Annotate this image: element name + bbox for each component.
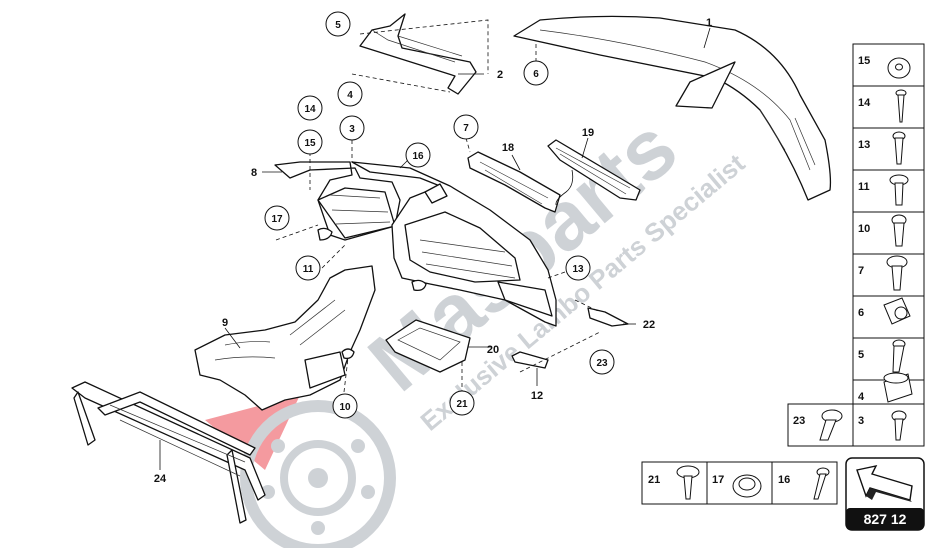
label-24: 24	[154, 473, 167, 485]
bottom-legend: 21 17 16	[641, 461, 838, 505]
svg-text:23: 23	[596, 358, 608, 369]
legend-cell-11: 11	[852, 169, 925, 213]
callout-16: 16	[405, 142, 431, 168]
part-diffuser-left	[274, 161, 401, 241]
diagram-id: 827 12	[864, 511, 907, 527]
svg-text:16: 16	[778, 474, 790, 486]
svg-text:10: 10	[339, 402, 351, 413]
label-12: 12	[531, 390, 543, 402]
legend-cell-17: 17	[706, 461, 773, 505]
legend-cell-10: 10	[852, 211, 925, 255]
part-diffuser-main	[351, 161, 557, 327]
svg-text:21: 21	[648, 474, 660, 486]
callout-3: 3	[339, 115, 365, 141]
circled-callouts: 5 6 4 14 3 15 7 16 17 11 13 23 10 21	[264, 11, 615, 419]
svg-text:7: 7	[858, 265, 864, 277]
svg-text:23: 23	[793, 415, 805, 427]
svg-text:3: 3	[858, 415, 864, 427]
callout-13: 13	[565, 255, 591, 281]
legend-cell-7: 7	[852, 253, 925, 297]
callout-15: 15	[297, 129, 323, 155]
part-rear-wing	[513, 15, 832, 201]
svg-text:11: 11	[858, 181, 870, 193]
svg-text:6: 6	[533, 69, 539, 80]
svg-text:3: 3	[349, 124, 355, 135]
part-air-duct	[194, 265, 376, 411]
callout-4: 4	[337, 81, 363, 107]
part-bracket-22	[587, 307, 629, 327]
svg-text:10: 10	[858, 223, 870, 235]
legend-cell-3: 3	[852, 403, 925, 447]
legend-cell-16: 16	[771, 461, 838, 505]
part-bracket-18	[467, 151, 561, 213]
svg-text:4: 4	[347, 90, 353, 101]
svg-text:17: 17	[712, 474, 724, 486]
legend-cell-5: 5	[852, 337, 925, 381]
svg-text:11: 11	[303, 264, 314, 275]
svg-text:14: 14	[304, 104, 316, 115]
callout-5: 5	[325, 11, 351, 37]
legend-cell-15: 15	[852, 43, 925, 87]
svg-text:21: 21	[456, 399, 468, 410]
label-22: 22	[643, 319, 655, 331]
legend-cell-23: 23	[787, 403, 854, 447]
svg-text:5: 5	[858, 349, 864, 361]
callout-21: 21	[449, 390, 475, 416]
legend-cell-14: 14	[852, 85, 925, 129]
svg-text:15: 15	[858, 55, 870, 67]
callout-6: 6	[523, 60, 549, 86]
plain-labels: 1 2 8 9 12 18 19 20 22 24	[154, 17, 712, 485]
label-8: 8	[251, 167, 257, 179]
dashed-guides	[275, 19, 601, 394]
leader-lines	[159, 27, 711, 470]
svg-text:5: 5	[335, 20, 341, 31]
callout-11: 11	[295, 255, 321, 281]
part-bracket-12	[511, 351, 549, 369]
diagram-id-badge: 827 12	[845, 457, 925, 531]
label-9: 9	[222, 317, 228, 329]
legend-cell-6: 6	[852, 295, 925, 339]
svg-text:13: 13	[572, 264, 584, 275]
svg-text:6: 6	[858, 307, 864, 319]
svg-text:4: 4	[858, 391, 865, 403]
part-small-wing	[359, 13, 477, 95]
part-tray	[385, 319, 471, 373]
callout-23: 23	[589, 349, 615, 375]
svg-text:14: 14	[858, 97, 871, 109]
label-20: 20	[487, 344, 499, 356]
label-1: 1	[706, 17, 712, 29]
callout-17: 17	[264, 205, 290, 231]
legend-cell-13: 13	[852, 127, 925, 171]
label-18: 18	[502, 142, 514, 154]
part-frame	[71, 381, 266, 524]
label-2: 2	[497, 69, 503, 81]
svg-text:13: 13	[858, 139, 870, 151]
legend-cell-21: 21	[641, 461, 708, 505]
callout-10: 10	[332, 393, 358, 419]
svg-text:15: 15	[304, 138, 316, 149]
part-light-19	[547, 139, 641, 206]
callout-7: 7	[453, 114, 479, 140]
hardware-legend: 15 14 13 11 10 7 6	[787, 43, 925, 447]
label-19: 19	[582, 127, 594, 139]
callout-14: 14	[297, 95, 323, 121]
svg-text:16: 16	[412, 151, 424, 162]
svg-text:7: 7	[463, 123, 469, 134]
svg-text:17: 17	[271, 214, 283, 225]
